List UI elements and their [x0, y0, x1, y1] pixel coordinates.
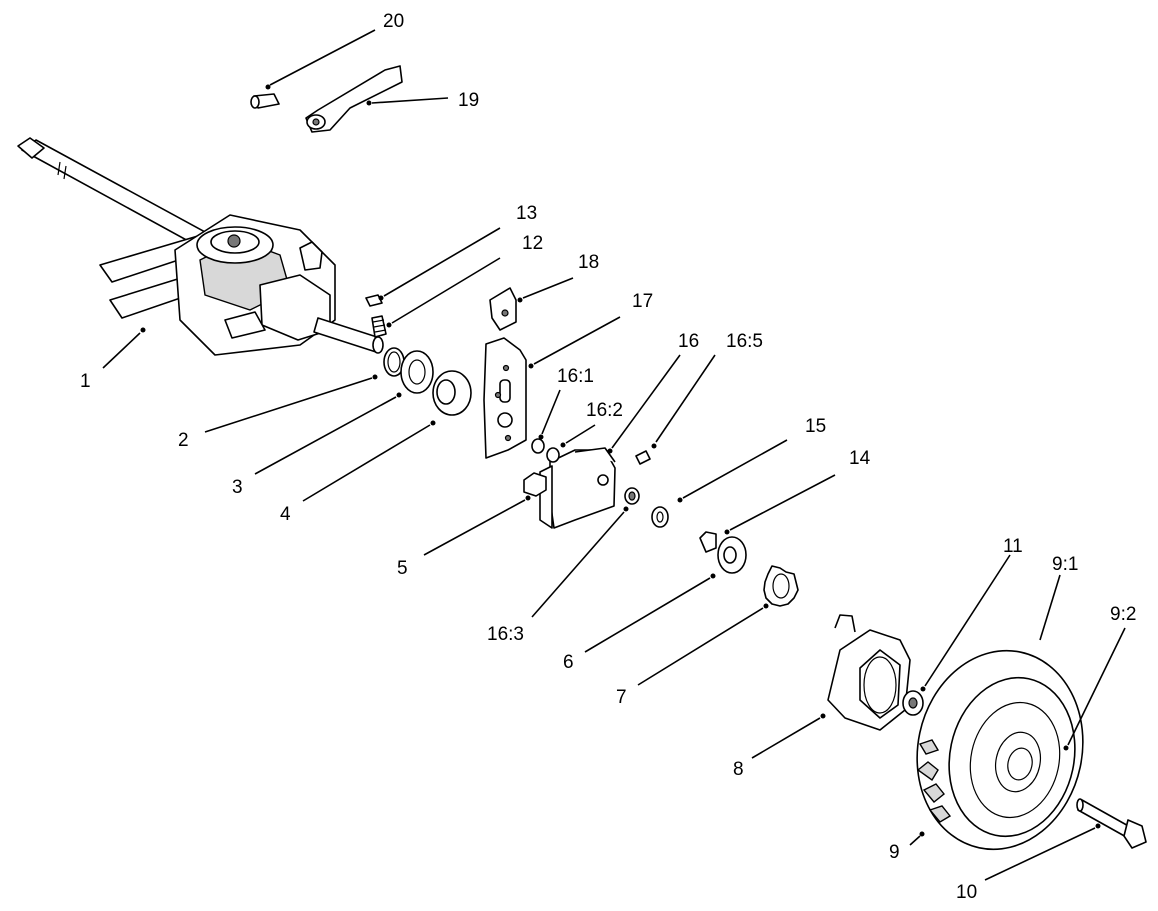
callout-9-1: 9:1: [1052, 554, 1078, 575]
part-11-bearing: [902, 690, 924, 716]
callout-11: 11: [1003, 536, 1023, 557]
part-16-1-bushing: [531, 438, 545, 454]
part-17-plate: [483, 337, 527, 459]
callout-20: 20: [383, 11, 404, 32]
callout-9-2: 9:2: [1110, 604, 1136, 625]
part-12-spring: [371, 315, 387, 338]
callout-13: 13: [516, 203, 537, 224]
part-10-bolt: [1076, 798, 1147, 849]
callout-1: 1: [80, 371, 91, 392]
callout-16-3: 16:3: [487, 624, 524, 645]
callout-19: 19: [458, 90, 479, 111]
callout-16-5: 16:5: [726, 331, 763, 352]
callout-labels: 1 2 3 4 5 6 7 8 9 9:1 9:2 10 11 12 13 14…: [80, 11, 1136, 903]
callout-16-1: 16:1: [557, 366, 594, 387]
callout-9: 9: [889, 842, 900, 863]
part-13-key: [365, 294, 383, 307]
part-9-wheel: [916, 649, 1084, 851]
callout-6: 6: [563, 652, 574, 673]
callout-12: 12: [522, 233, 543, 254]
callout-4: 4: [280, 504, 291, 525]
part-6-washer: [717, 536, 747, 574]
leader-lines: [102, 29, 1126, 881]
part-18-clip: [489, 287, 517, 331]
part-15-washer: [651, 506, 669, 528]
callout-3: 3: [232, 477, 243, 498]
callout-10: 10: [956, 882, 977, 903]
part-20-pin: [250, 93, 280, 109]
callout-2: 2: [178, 430, 189, 451]
callout-14: 14: [849, 448, 871, 469]
part-8-hub-cover: [827, 614, 911, 731]
part-16-3-bushing: [624, 487, 640, 505]
part-16-bracket: [539, 447, 616, 529]
callout-16-2: 16:2: [586, 400, 623, 421]
part-7-gear: [763, 565, 799, 607]
callout-18: 18: [578, 252, 599, 273]
part-4-bushing: [432, 370, 472, 416]
callout-17: 17: [632, 291, 653, 312]
part-5-nut: [523, 472, 547, 497]
callout-8: 8: [733, 759, 744, 780]
callout-15: 15: [805, 416, 826, 437]
callout-16: 16: [678, 331, 699, 352]
callout-5: 5: [397, 558, 408, 579]
part-14-clip: [699, 531, 717, 553]
part-16-2-bushing: [546, 447, 560, 463]
part-16-5-screw: [635, 450, 651, 465]
part-1-gearbox-assembly: [17, 137, 384, 356]
part-3-washer: [400, 350, 434, 394]
callout-7: 7: [616, 687, 627, 708]
part-19-lever: [305, 65, 403, 133]
